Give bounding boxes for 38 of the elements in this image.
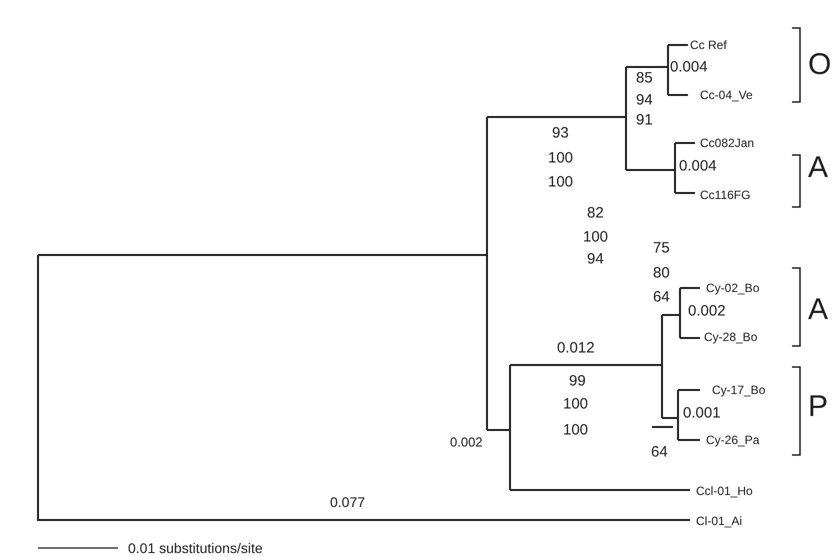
clade-letter: A: [808, 153, 828, 183]
taxon-label: Cc Ref: [690, 39, 727, 51]
support-value: 100: [583, 230, 608, 244]
taxon-label: Cl-01_Ai: [696, 515, 742, 527]
taxon-label: Cc082Jan: [700, 137, 754, 149]
support-value: 100: [563, 422, 588, 438]
taxon-label: Ccl-01_Ho: [696, 485, 753, 497]
taxon-label: Cc-04_Ve: [700, 89, 753, 101]
support-value: 99: [569, 374, 586, 388]
taxon-label: Cy-26_Pa: [706, 434, 760, 446]
branch-length-label: 0.002: [688, 304, 726, 318]
support-value: 75: [653, 240, 670, 256]
clade-letter: O: [808, 50, 832, 80]
support-value: 100: [563, 396, 588, 412]
branch-length-label: 0.001: [683, 406, 721, 420]
support-value: 91: [636, 112, 653, 128]
support-value: 93: [552, 126, 569, 140]
support-value: 64: [653, 290, 670, 304]
branch-length-label: 0.077: [330, 495, 366, 509]
taxon-label: Cy-02_Bo: [706, 282, 760, 294]
clade-letter: P: [808, 392, 828, 422]
branch-length-label: 0.004: [670, 60, 708, 74]
scale-bar-label: 0.01 substitutions/site: [128, 541, 263, 555]
support-value: 85: [636, 70, 653, 86]
branch-length-label: 0.004: [679, 158, 717, 174]
support-value: 94: [587, 252, 604, 266]
support-value: 64: [651, 444, 668, 460]
branch-length-label: 0.002: [450, 436, 483, 448]
taxon-label: Cy-28_Bo: [704, 331, 758, 343]
taxon-label: Cc116FG: [700, 189, 750, 201]
branch-length-label: 0.012: [557, 340, 595, 356]
taxon-label: Cy-17_Bo: [712, 384, 766, 396]
clade-letter: A: [808, 295, 828, 325]
support-value: 100: [548, 174, 574, 190]
support-value: 80: [653, 266, 670, 280]
support-value: 100: [548, 150, 574, 166]
support-value: 94: [636, 92, 653, 108]
support-value: 82: [587, 206, 604, 220]
